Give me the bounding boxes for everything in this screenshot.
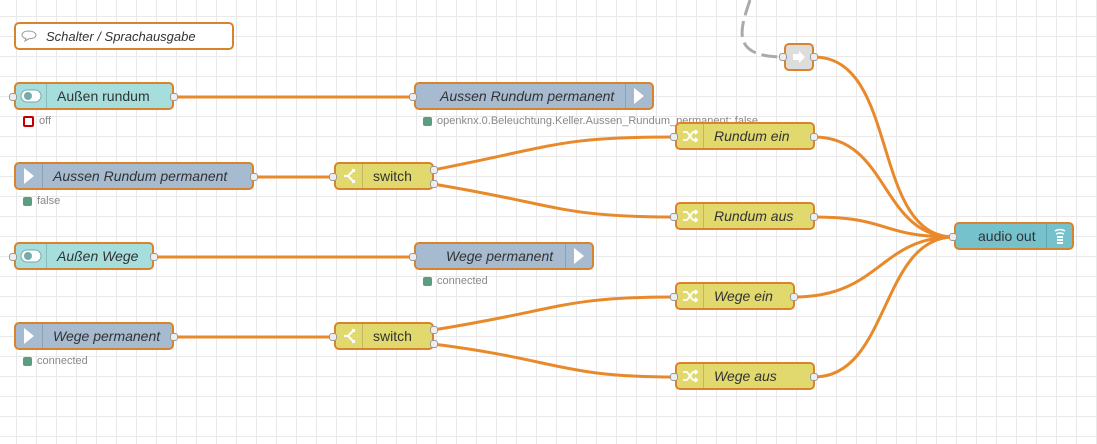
input-port[interactable] — [9, 93, 17, 101]
speech-bubble-icon — [16, 24, 42, 48]
change-icon — [677, 364, 704, 388]
aussen-rundum-output-node[interactable]: Aussen Rundum permanent — [414, 82, 654, 110]
node-label: Rundum ein — [714, 128, 790, 144]
node-label: audio out — [978, 228, 1036, 244]
comment-label: Schalter / Sprachausgabe — [46, 28, 196, 44]
wege-ein-node[interactable]: Wege ein — [675, 282, 795, 310]
input-port[interactable] — [779, 53, 787, 61]
wege-input-node[interactable]: Wege permanent — [14, 322, 174, 350]
wire — [432, 342, 676, 379]
switch-node-1[interactable]: switch — [334, 162, 434, 190]
node-label: Rundum aus — [714, 208, 794, 224]
link-wire — [740, 0, 785, 59]
switch-icon — [336, 324, 363, 348]
input-port[interactable] — [949, 233, 957, 241]
audio-icon — [1045, 224, 1073, 248]
arrow-right-icon — [16, 324, 43, 348]
output-port[interactable] — [810, 133, 818, 141]
input-port[interactable] — [670, 133, 678, 141]
input-port[interactable] — [670, 293, 678, 301]
wire — [813, 215, 955, 239]
wege-output-node[interactable]: Wege permanent — [414, 242, 594, 270]
node-label: Wege permanent — [446, 248, 554, 264]
output-port[interactable] — [150, 253, 158, 261]
output-port[interactable] — [430, 326, 438, 334]
rundum-aus-node[interactable]: Rundum aus — [675, 202, 815, 230]
node-label: Wege permanent — [53, 328, 161, 344]
node-label: Außen Wege — [57, 248, 139, 264]
aussen-rundum-input-node[interactable]: Aussen Rundum permanent — [14, 162, 254, 190]
comment-node[interactable]: Schalter / Sprachausgabe — [14, 22, 234, 50]
change-icon — [677, 284, 704, 308]
wire — [813, 55, 955, 239]
node-label: switch — [373, 168, 412, 184]
output-port[interactable] — [810, 53, 818, 61]
status-dot-green — [23, 196, 32, 206]
status-dot-red — [23, 115, 34, 127]
input-port[interactable] — [670, 213, 678, 221]
aussen-wege-switch-node[interactable]: Außen Wege — [14, 242, 154, 270]
output-port[interactable] — [810, 373, 818, 381]
output-port[interactable] — [810, 213, 818, 221]
wire — [793, 235, 955, 299]
status-connected: connected — [23, 355, 88, 367]
output-port[interactable] — [170, 333, 178, 341]
output-port[interactable] — [430, 166, 438, 174]
node-label: Aussen Rundum permanent — [53, 168, 228, 184]
change-icon — [677, 204, 704, 228]
output-port[interactable] — [430, 180, 438, 188]
input-port[interactable] — [329, 333, 337, 341]
node-label: Außen rundum — [57, 88, 150, 104]
status-off: off — [23, 115, 51, 127]
switch-icon — [336, 164, 363, 188]
input-port[interactable] — [409, 93, 417, 101]
wire — [432, 182, 676, 219]
output-port[interactable] — [170, 93, 178, 101]
input-port[interactable] — [409, 253, 417, 261]
arrow-right-icon — [625, 84, 652, 108]
wire — [813, 235, 955, 379]
wire — [813, 135, 955, 239]
status-dot-green — [23, 356, 32, 366]
output-port[interactable] — [430, 340, 438, 348]
node-label: Aussen Rundum permanent — [440, 88, 615, 104]
status-false: false — [23, 195, 60, 207]
status-connected: connected — [423, 275, 488, 287]
arrow-right-icon — [16, 164, 43, 188]
output-port[interactable] — [790, 293, 798, 301]
toggle-icon — [16, 84, 47, 108]
switch-node-2[interactable]: switch — [334, 322, 434, 350]
aussen-rundum-switch-node[interactable]: Außen rundum — [14, 82, 174, 110]
status-dot-green — [423, 276, 432, 286]
audio-out-node[interactable]: audio out — [954, 222, 1074, 250]
wege-aus-node[interactable]: Wege aus — [675, 362, 815, 390]
change-icon — [677, 124, 704, 148]
input-port[interactable] — [9, 253, 17, 261]
toggle-icon — [16, 244, 47, 268]
wire — [432, 295, 676, 332]
input-port[interactable] — [670, 373, 678, 381]
link-in-icon — [786, 45, 812, 69]
node-label: Wege aus — [714, 368, 777, 384]
status-dot-green — [423, 116, 432, 126]
input-port[interactable] — [329, 173, 337, 181]
node-label: switch — [373, 328, 412, 344]
rundum-ein-node[interactable]: Rundum ein — [675, 122, 815, 150]
arrow-right-icon — [565, 244, 592, 268]
wire — [432, 135, 676, 172]
node-label: Wege ein — [714, 288, 773, 304]
output-port[interactable] — [250, 173, 258, 181]
